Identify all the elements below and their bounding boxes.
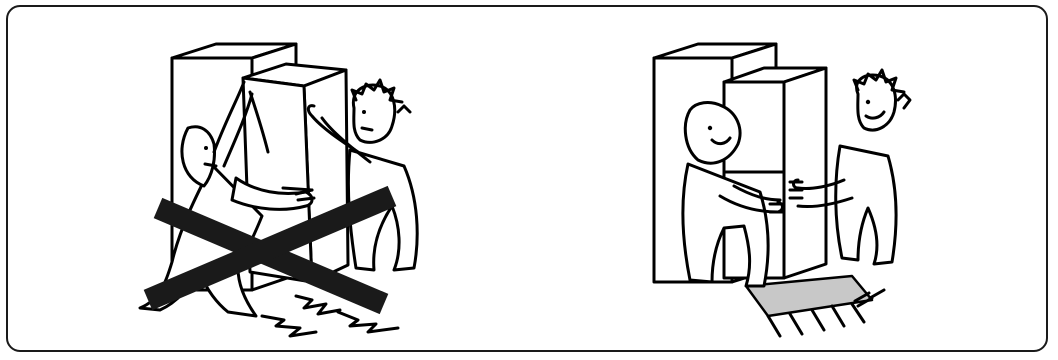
carried-cabinet	[724, 68, 826, 278]
floor-protection-mat	[746, 276, 884, 336]
